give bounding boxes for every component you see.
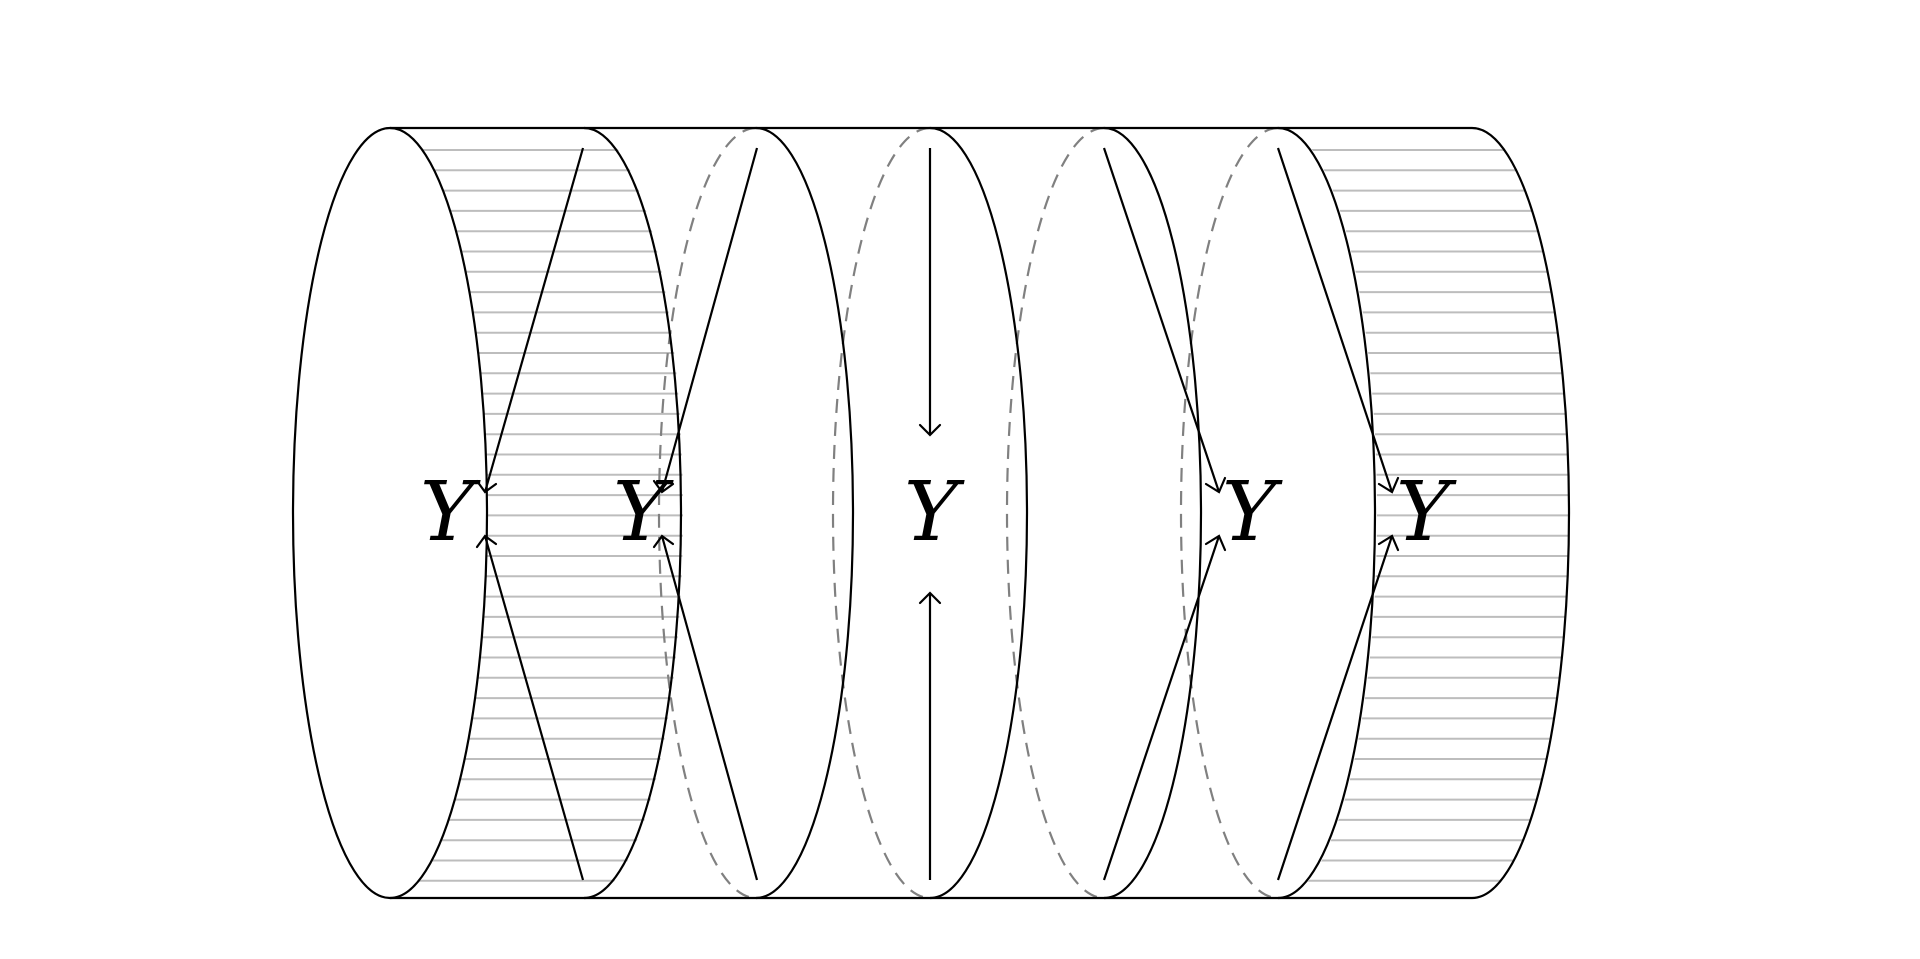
section-arc-4 (1103, 126, 1203, 900)
arrow-1-top-head (475, 479, 498, 494)
arrow-4-bottom-head (1204, 534, 1227, 552)
arrow-5-top-head (1377, 476, 1400, 494)
dashed-back-edge-4 (1005, 126, 1105, 900)
arrow-4-bottom (1102, 535, 1221, 881)
arrow-2-top (660, 147, 759, 493)
arrow-3-top-head (918, 423, 942, 437)
section-arc-3 (929, 126, 1029, 900)
label-y-1: Y (420, 465, 481, 560)
section-arc-1 (583, 126, 683, 900)
arrow-5-bottom-head (1377, 534, 1400, 552)
right-end-arc (1471, 126, 1571, 900)
arrow-2-top-head (652, 479, 675, 494)
arrow-4-top (1102, 147, 1221, 493)
arrow-5-top (1276, 147, 1394, 493)
hidden-back-edges (657, 126, 1279, 900)
dashed-back-edge-2 (657, 126, 757, 900)
cylinder-outline (291, 126, 1571, 900)
arrow-1-top (483, 147, 585, 493)
arrows (475, 147, 1400, 881)
label-y-3: Y (904, 465, 965, 560)
arrow-1-bottom (483, 535, 585, 881)
label-y-2: Y (613, 465, 674, 560)
arrow-1-bottom-head (475, 534, 498, 549)
arrow-2-bottom (660, 535, 759, 881)
arrow-2-bottom-head (652, 534, 675, 549)
section-arc-5 (1277, 126, 1377, 900)
section-labels: Y Y Y Y Y (420, 465, 1457, 560)
left-end-ellipse (291, 126, 489, 900)
section-arc-2 (755, 126, 855, 900)
arrow-4-top-head (1204, 476, 1227, 494)
arrow-3-bottom-head (918, 591, 942, 605)
label-y-4: Y (1222, 465, 1283, 560)
arrow-5-bottom (1276, 535, 1394, 881)
label-y-5: Y (1396, 465, 1457, 560)
